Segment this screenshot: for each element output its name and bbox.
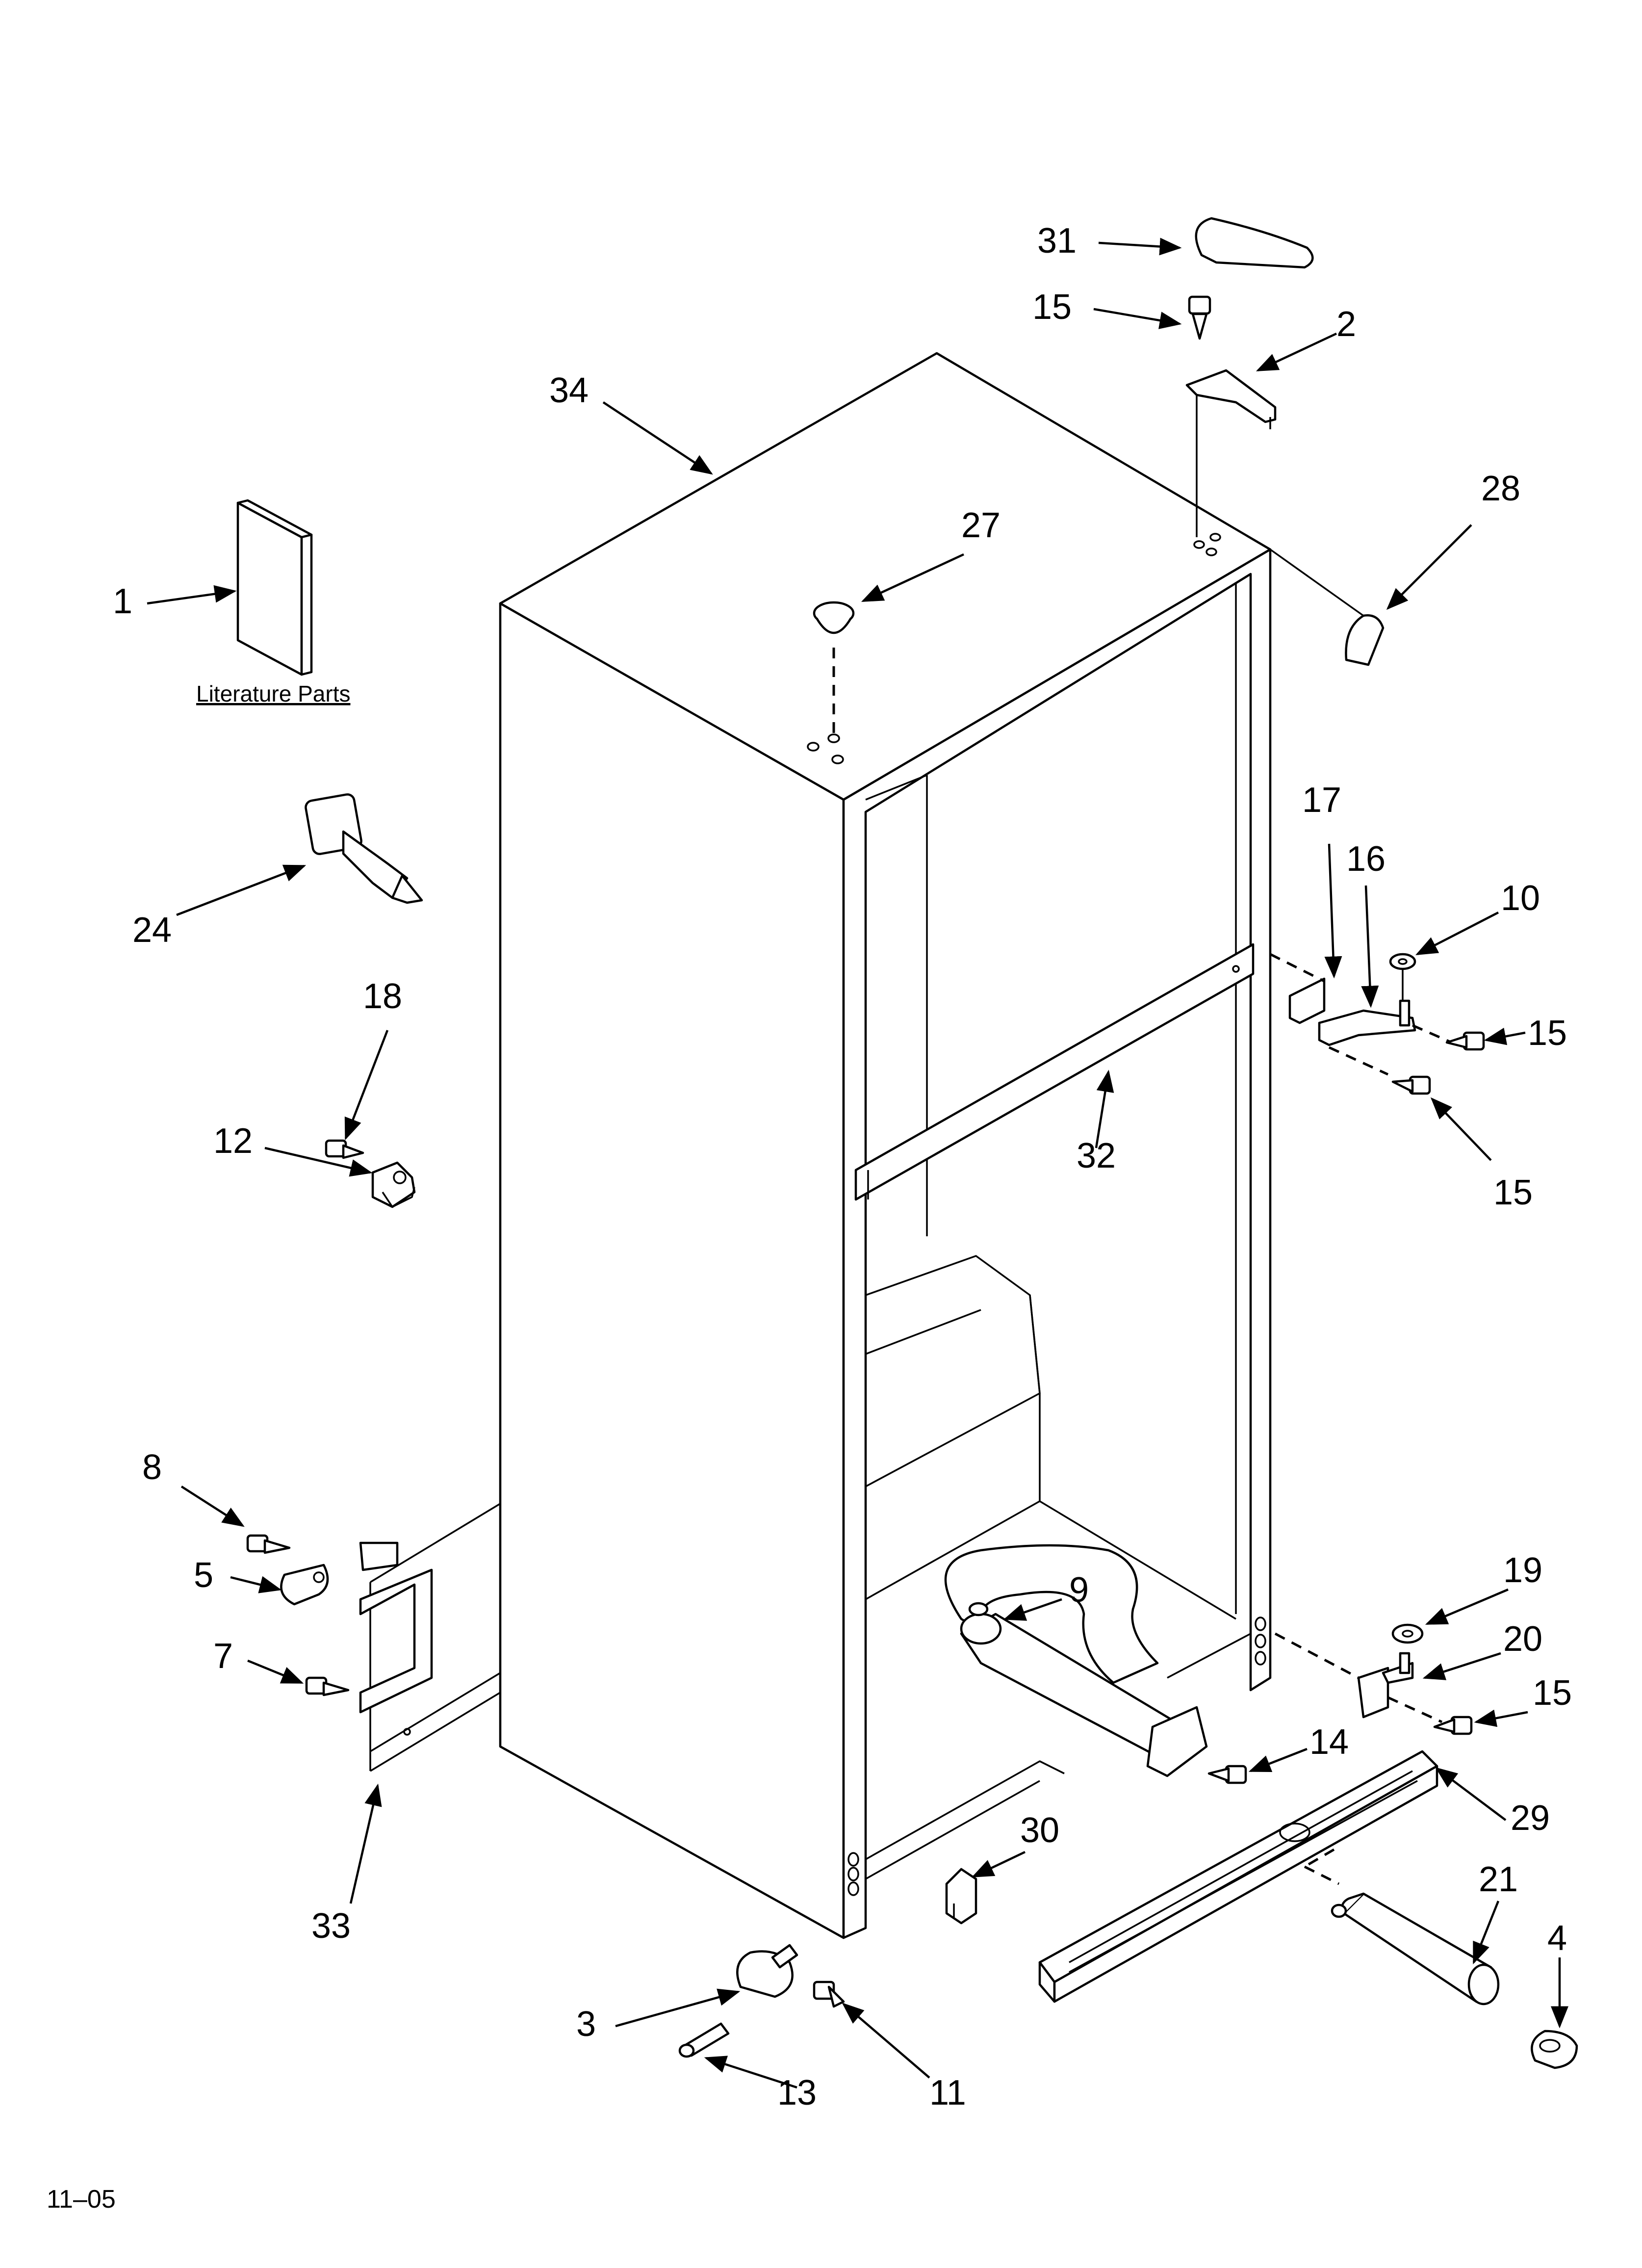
part-5-clip: [280, 1564, 329, 1606]
callout-34: 34: [549, 371, 589, 410]
callout-24: 24: [132, 911, 172, 950]
callout-28: 28: [1481, 469, 1520, 508]
part-15-screw-mid-2: [1391, 1075, 1431, 1095]
callout-18: 18: [363, 977, 402, 1016]
part-8-screw: [246, 1534, 291, 1554]
callout-15-bottom: 15: [1533, 1673, 1572, 1713]
part-4-filter-cap: [1531, 2030, 1578, 2069]
callout-27: 27: [961, 506, 1001, 545]
callout-4: 4: [1547, 1919, 1567, 1958]
part-30-clip: [945, 1868, 977, 1925]
part-16-hinge-pin: [1318, 999, 1416, 1046]
part-24-bolt: [305, 793, 423, 904]
part-3-bracket: [736, 1944, 798, 1998]
callout-12: 12: [213, 1121, 253, 1161]
part-17-hinge-plate: [1288, 977, 1326, 1024]
part-14-screw: [1207, 1765, 1247, 1784]
callout-9: 9: [1069, 1570, 1089, 1610]
part-13-pin: [678, 2022, 730, 2058]
callout-16: 16: [1346, 839, 1385, 879]
callout-5: 5: [194, 1556, 213, 1595]
part-19-washer: [1391, 1623, 1424, 1644]
callout-13: 13: [777, 2073, 817, 2112]
part-27-plug: [813, 601, 855, 634]
part-10-washer: [1389, 953, 1416, 970]
part-15-screw-low: [1433, 1716, 1473, 1735]
part-11-screw: [813, 1981, 845, 2008]
callout-31: 31: [1037, 221, 1077, 261]
callout-19: 19: [1503, 1551, 1542, 1590]
callout-15-top: 15: [1032, 287, 1072, 327]
callout-17: 17: [1302, 781, 1341, 820]
part-29-base-grille: [1038, 1750, 1438, 2003]
part-12-hinge: [371, 1161, 416, 1208]
callout-21: 21: [1479, 1860, 1518, 1899]
footer-revision-code: 11–05: [47, 2185, 116, 2214]
literature-parts-label: Literature Parts: [196, 681, 350, 706]
callout-20: 20: [1503, 1619, 1542, 1659]
part-31-cap: [1195, 217, 1314, 269]
leader-lines: [147, 237, 1568, 2089]
callout-3: 3: [576, 2005, 596, 2044]
rear-panel: [359, 1503, 501, 1772]
callout-15-mid-low: 15: [1493, 1173, 1533, 1212]
part-18-screw: [325, 1139, 364, 1159]
literature-parts: [236, 499, 313, 676]
mullion-bar: [854, 943, 1255, 1201]
callout-1: 1: [113, 582, 132, 621]
callout-14: 14: [1309, 1722, 1349, 1762]
callout-29: 29: [1511, 1799, 1550, 1838]
part-21-water-filter: [1331, 1892, 1500, 2006]
part-9-filter-housing: [944, 1544, 1208, 1777]
callout-labels: 1 2 3 4 5 7 8 9 10 11 12 13 14 15 15 15 …: [47, 221, 1572, 2214]
callout-33: 33: [311, 1906, 351, 1946]
part-2-bracket: [1185, 369, 1277, 429]
callout-8: 8: [142, 1448, 162, 1487]
part-15-screw-mid-1: [1445, 1031, 1485, 1051]
part-7-screw: [305, 1676, 350, 1696]
callout-7: 7: [213, 1637, 233, 1676]
refrigerator-cabinet: [499, 352, 1272, 1939]
callout-2: 2: [1336, 305, 1356, 344]
callout-15-mid-right: 15: [1528, 1014, 1567, 1053]
part-28-hinge-cover: [1345, 614, 1385, 666]
part-20-hinge: [1357, 1652, 1414, 1719]
callout-32: 32: [1077, 1136, 1116, 1175]
callout-30: 30: [1020, 1811, 1059, 1850]
part-15-screw-top: [1188, 295, 1211, 340]
callout-10: 10: [1501, 879, 1540, 918]
callout-11: 11: [929, 2073, 966, 2112]
